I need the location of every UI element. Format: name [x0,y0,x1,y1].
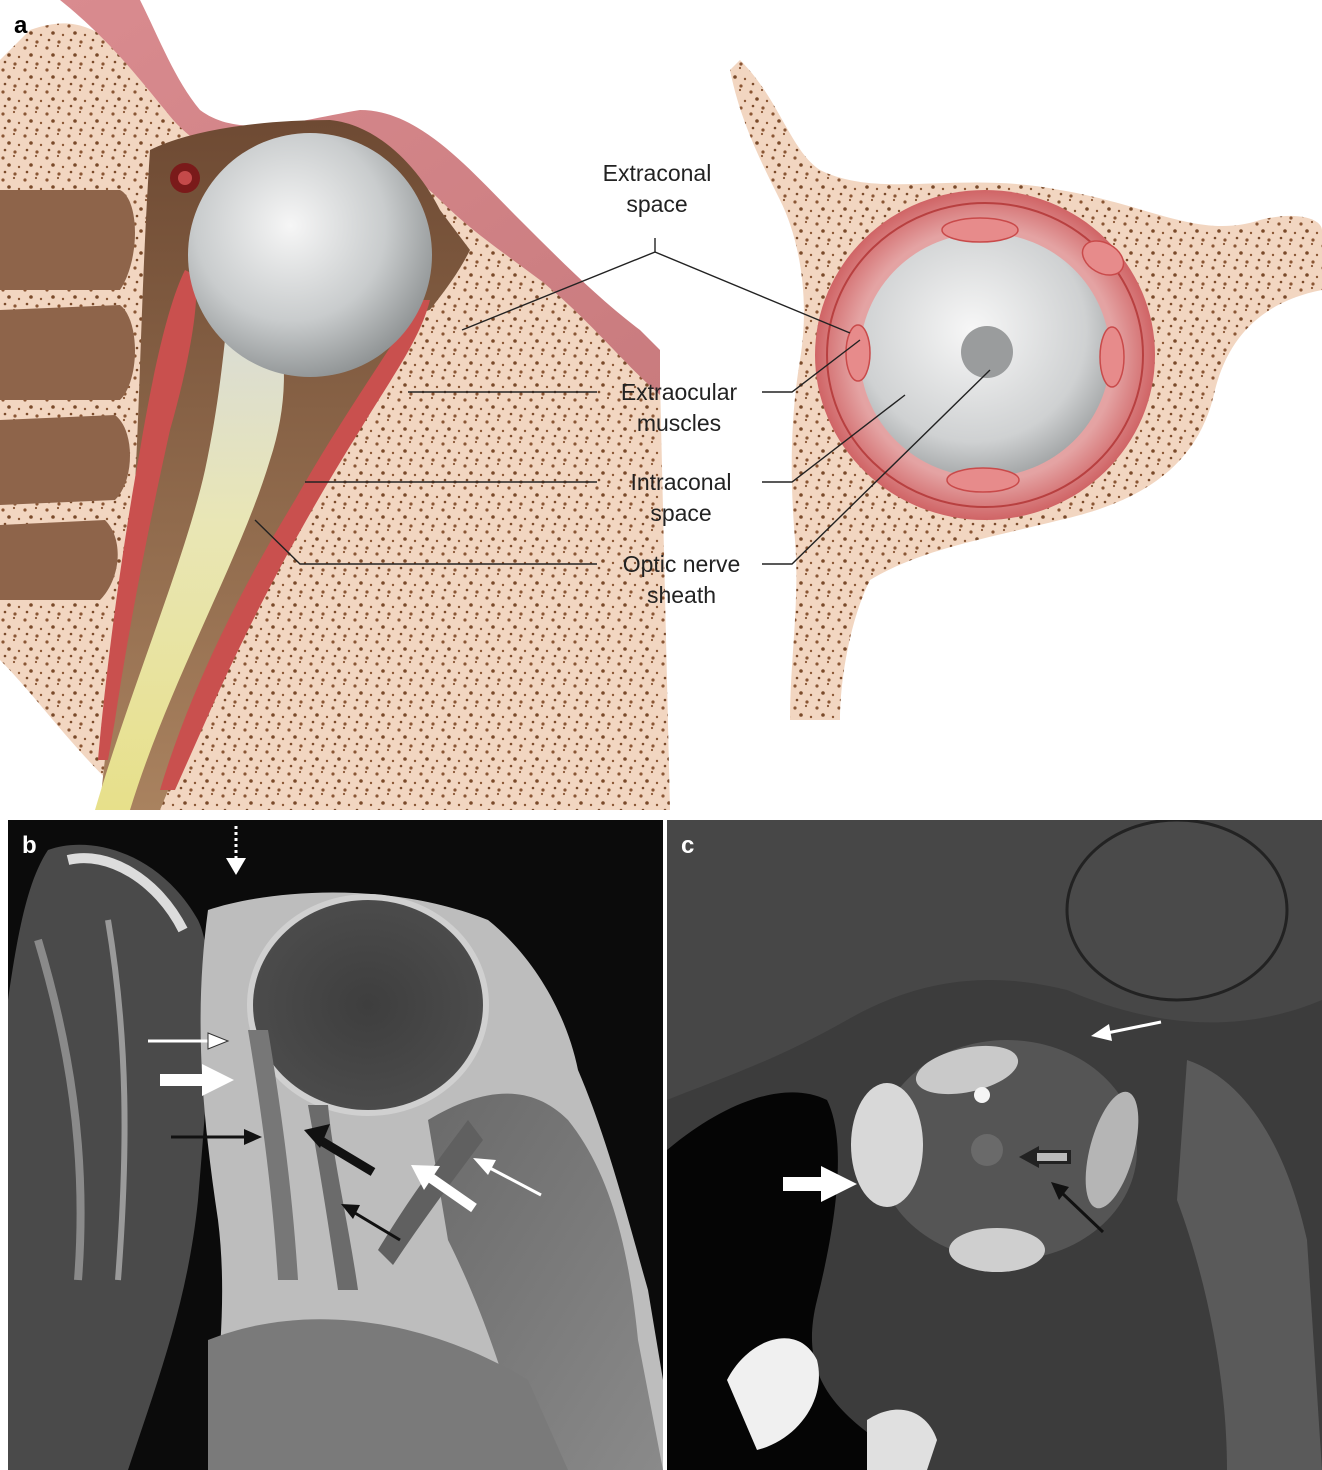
mri-axial-panel-b: b [8,820,663,1470]
label-optic-line2: sheath [609,580,754,611]
lateral-rectus-right [1100,327,1124,387]
label-intraconal-line1: Intraconal [611,467,751,498]
label-extraconal-line1: Extraconal [594,158,720,189]
ethmoid-cells [0,190,135,600]
mri-axial-image [8,820,663,1470]
panel-letter-b: b [22,834,37,858]
mri-globe [250,897,486,1113]
label-extraconal-space: Extraconal space [590,158,724,220]
label-extraocular-muscles: Extraocular muscles [600,377,758,439]
panel-letter-a: a [14,14,27,38]
superior-rectus-right [942,218,1018,242]
label-intraconal-space: Intraconal space [607,467,755,529]
mri-optic-nerve-c [971,1134,1003,1166]
label-optic-nerve-sheath: Optic nerve sheath [605,549,758,611]
illustration-panel-a: a Extraconal space Extraocular muscles I… [0,0,1322,810]
optic-nerve-right [961,326,1013,378]
label-extraconal-line2: space [594,189,720,220]
inferior-rectus-right [947,468,1019,492]
globe-left [188,133,432,377]
panel-letter-c: c [681,834,694,858]
label-intraconal-line2: space [611,498,751,529]
label-extraocular-line2: muscles [604,408,754,439]
mri-medial-rectus-bright [851,1083,923,1207]
mri-coronal-image [667,820,1322,1470]
mri-coronal-panel-c: c [667,820,1322,1470]
label-extraocular-line1: Extraocular [604,377,754,408]
label-optic-line1: Optic nerve [609,549,754,580]
